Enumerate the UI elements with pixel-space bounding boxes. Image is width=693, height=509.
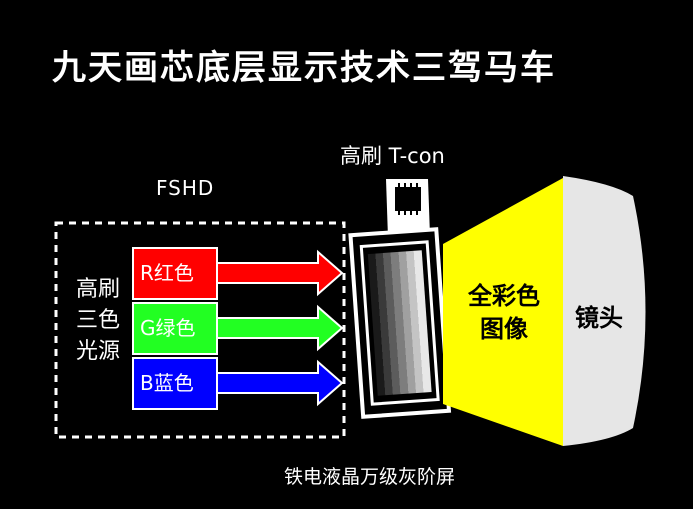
channel-green-label: G绿色	[140, 316, 196, 340]
chip	[395, 187, 421, 211]
channel-blue	[132, 357, 344, 410]
channel-red-label: R红色	[140, 261, 194, 285]
light-source-line-3: 光源	[75, 339, 120, 364]
channel-green	[132, 302, 344, 355]
channel-green-bar	[132, 302, 218, 355]
channel-blue-label: B蓝色	[140, 371, 194, 395]
fshd-dashed-box	[54, 221, 346, 439]
light-source-line-2: 三色	[75, 308, 120, 333]
tcon-label: 高刷 T-con	[340, 144, 445, 168]
lcd-label: 铁电液晶万级灰阶屏	[284, 466, 456, 488]
light-source-label: 高刷 三色 光源	[66, 274, 130, 367]
full-color-beam	[443, 178, 563, 446]
channel-red-arrow	[216, 249, 344, 297]
full-color-line-1: 全彩色	[468, 282, 540, 310]
channel-green-arrow	[216, 304, 344, 352]
page-title: 九天画芯底层显示技术三驾马车	[52, 48, 556, 88]
lcd-panel	[348, 227, 452, 419]
tcon-chip-board	[386, 179, 430, 238]
full-color-line-2: 图像	[480, 315, 528, 343]
lens-label: 镜头	[575, 304, 623, 332]
grayscale-strip	[367, 250, 432, 396]
channel-blue-arrow	[216, 359, 344, 407]
fshd-label: FSHD	[156, 176, 215, 200]
lens	[563, 176, 646, 446]
channel-red	[132, 247, 344, 300]
light-source-line-1: 高刷	[75, 277, 120, 302]
full-color-label: 全彩色 图像	[448, 280, 560, 346]
